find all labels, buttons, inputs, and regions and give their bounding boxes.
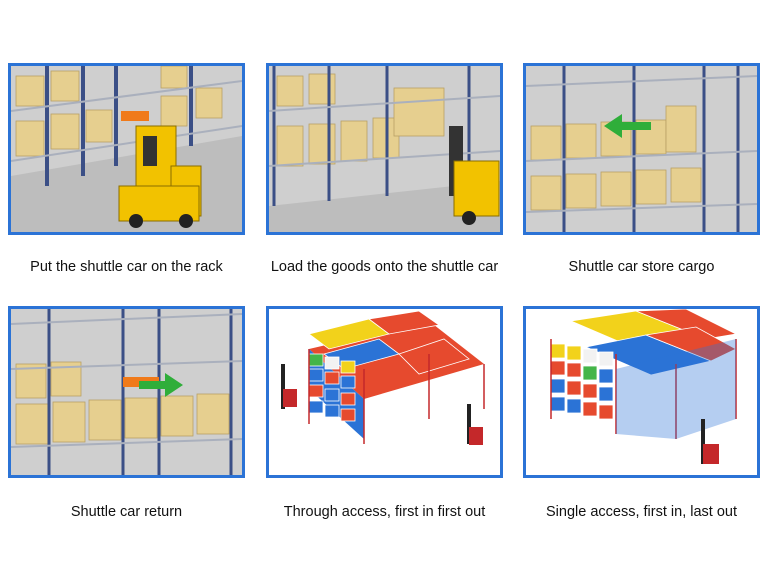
through-access-rack-illustration: [269, 309, 500, 475]
shuttle-store-illustration: [526, 66, 757, 232]
rack-icon: [308, 310, 485, 444]
step-6-caption: Single access, first in, last out: [546, 504, 737, 520]
step-5-caption: Through access, first in first out: [283, 504, 486, 520]
loading-goods-illustration: [269, 66, 500, 232]
forklift-icon: [281, 364, 483, 445]
rack-icon: [550, 309, 738, 439]
single-access-rack-illustration: [526, 309, 757, 475]
forklift-icon: [701, 419, 719, 464]
shuttle-return-illustration: [11, 309, 242, 475]
step-4-caption: Shuttle car return: [70, 504, 183, 520]
step-1-image: [8, 63, 245, 235]
forklift-icon: [449, 126, 500, 225]
step-3-image: [523, 63, 760, 235]
step-2-image: [266, 63, 503, 235]
step-2-caption: Load the goods onto the shuttle car: [270, 259, 499, 275]
step-6-image: [523, 306, 760, 478]
step-4-image: [8, 306, 245, 478]
direction-arrow-icon: [604, 114, 651, 138]
forklift-icon: [118, 111, 202, 228]
forklift-placing-shuttle-illustration: [11, 66, 242, 232]
step-1-caption: Put the shuttle car on the rack: [30, 259, 223, 275]
step-5-image: [266, 306, 503, 478]
step-3-caption: Shuttle car store cargo: [568, 259, 715, 275]
direction-arrow-icon: [139, 373, 183, 397]
